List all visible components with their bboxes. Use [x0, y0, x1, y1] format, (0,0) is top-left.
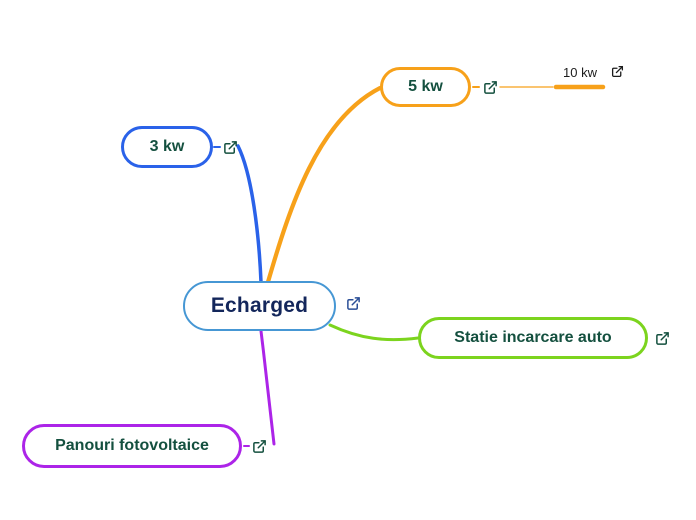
- node-5kw-label: 5 kw: [408, 78, 443, 95]
- node-10kw[interactable]: 10 kw: [552, 63, 608, 81]
- branch-statie-curve: [328, 323, 420, 342]
- external-link-icon[interactable]: [654, 330, 670, 346]
- external-link-icon[interactable]: [222, 139, 238, 155]
- node-panouri-fotovoltaice[interactable]: Panouri fotovoltaice: [22, 424, 242, 468]
- node-5kw[interactable]: 5 kw: [380, 67, 471, 107]
- node-3kw-label: 3 kw: [149, 138, 185, 155]
- node-statie-incarcare-auto[interactable]: Statie incarcare auto: [418, 317, 648, 359]
- external-link-icon[interactable]: [251, 438, 267, 454]
- node-statie-label: Statie incarcare auto: [454, 329, 612, 346]
- branch-5kw-curve: [265, 85, 383, 285]
- node-3kw[interactable]: 3 kw: [121, 126, 213, 168]
- branch-panouri-curve: [259, 329, 276, 446]
- node-echarged-label: Echarged: [210, 294, 309, 317]
- node-echarged[interactable]: Echarged: [183, 281, 336, 331]
- node-10kw-label: 10 kw: [563, 64, 597, 80]
- external-link-icon[interactable]: [345, 295, 361, 311]
- external-link-icon[interactable]: [482, 79, 498, 95]
- branch-3kw-curve: [236, 144, 263, 284]
- node-panouri-label: Panouri fotovoltaice: [55, 437, 209, 454]
- external-link-icon[interactable]: [610, 64, 624, 78]
